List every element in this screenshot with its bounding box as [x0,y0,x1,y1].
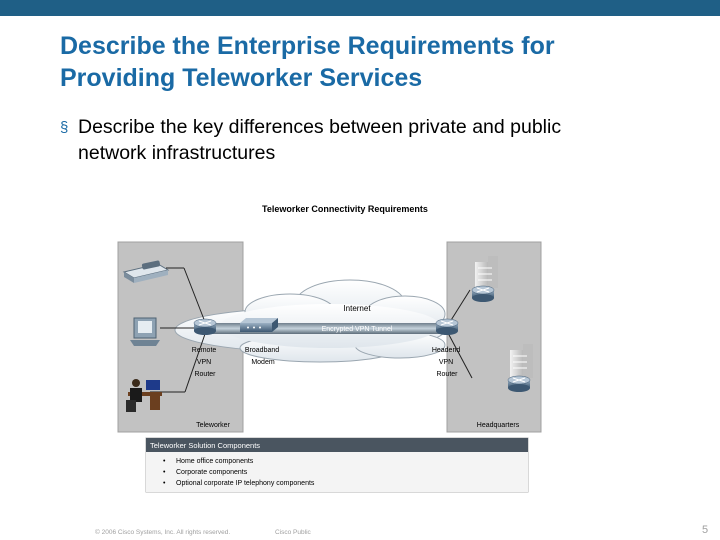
remote-router-label: Remote VPN Router [192,347,218,378]
remote-router-line-2: VPN [197,359,211,366]
footer-classification: Cisco Public [275,529,311,536]
component-item: Corporate components [176,469,248,476]
building-icon-2 [510,344,533,378]
component-bullet: • [163,458,166,465]
bullet-marker-icon: § [60,119,69,136]
figure-title: Teleworker Connectivity Requirements [262,204,428,214]
teleworker-person-icon [126,379,162,412]
component-item: Optional corporate IP telephony componen… [176,480,315,487]
teleworker-panel-label: Teleworker [196,422,231,429]
component-item: Home office components [176,458,254,465]
modem-label: Broadband Modem [245,347,281,366]
building-icon [475,256,498,288]
headend-line-2: VPN [439,359,453,366]
headend-line-3: Router [436,371,458,378]
bullet-text: Describe the key differences between pri… [78,114,698,166]
broadband-modem-icon [240,318,278,332]
ip-phone-icon [122,260,170,283]
vpn-tunnel [205,323,445,334]
tunnel-label: Encrypted VPN Tunnel [322,326,393,333]
headquarters-panel-label: Headquarters [477,422,520,429]
remote-router-icon [193,318,217,335]
pc-icon [130,317,160,346]
title-line-2: Providing Teleworker Services [60,64,423,92]
remote-router-line-1: Remote [192,347,217,354]
hq-router-icon-2 [507,375,531,392]
components-header: Teleworker Solution Components [150,441,260,450]
headend-router-label: Headend VPN Router [432,347,462,378]
components-box [145,437,529,493]
footer-copyright: © 2006 Cisco Systems, Inc. All rights re… [95,529,231,536]
slide-title: Describe the Enterprise Requirements for… [60,30,710,94]
components-list: • Home office components • Corporate com… [163,458,315,487]
page-number: 5 [702,524,709,536]
hq-router-icon-1 [471,285,495,302]
component-bullet: • [163,480,166,487]
modem-line-2: Modem [251,359,275,366]
top-banner [0,0,720,16]
remote-router-line-3: Router [194,371,216,378]
modem-line-1: Broadband [245,347,279,354]
component-bullet: • [163,469,166,476]
title-line-1: Describe the Enterprise Requirements for [60,32,555,60]
bullet-line-2: network infrastructures [78,142,276,164]
bullet-line-1: Describe the key differences between pri… [78,116,562,138]
headend-line-1: Headend [432,347,461,354]
cloud-label: Internet [343,304,371,313]
headend-router-icon [435,318,459,335]
